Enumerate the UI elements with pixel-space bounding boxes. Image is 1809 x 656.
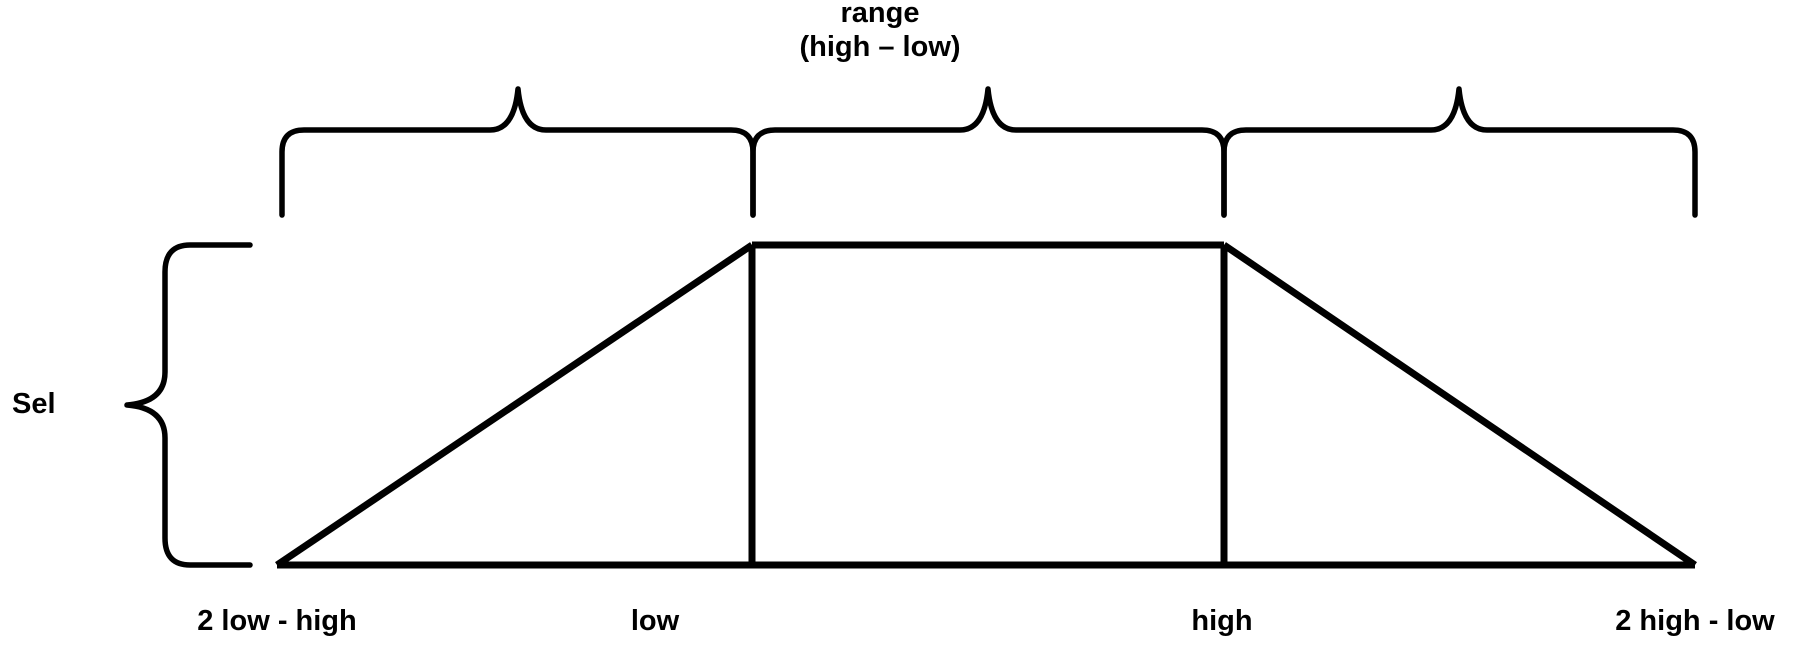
range-brace-title: range (high – low) [799,0,960,64]
axis-label-high: high [1191,605,1253,637]
range-title-line1: range [840,0,920,29]
trapezoid-shape [275,241,1697,569]
axis-label-2-high-minus-low: 2 high - low [1615,605,1775,637]
axis-label-2-low-minus-high: 2 low - high [197,605,357,637]
range-title-line2: (high – low) [799,31,961,64]
top-brace-right-ramp [1221,86,1698,218]
axis-label-low: low [630,605,680,637]
trapezoid-rising-edge [275,242,754,568]
top-brace-left-ramp [279,86,756,218]
sel-axis-label: Sel [12,387,56,420]
top-brace-range [750,86,1227,218]
left-brace-sel [124,242,253,568]
top-brace-group [279,86,1698,218]
left-brace-path [124,242,253,568]
trapezoid-falling-edge [1222,242,1697,568]
